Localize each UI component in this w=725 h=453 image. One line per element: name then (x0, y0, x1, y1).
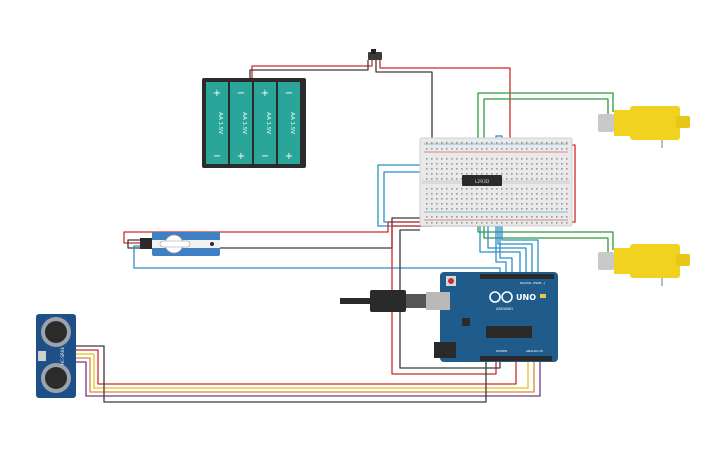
arduino-uno[interactable]: UNO ARDUINO DIGITAL (PWM~) POWER ANALOG … (340, 272, 558, 362)
wire-servo-blue (133, 245, 501, 272)
minus-terminal: − (261, 151, 269, 162)
battery-cell: + − AA 1.5V (254, 82, 276, 164)
battery-cell-label: AA 1.5V (289, 112, 295, 134)
dc-motor-top[interactable] (598, 106, 690, 148)
battery-cell: − + AA 1.5V (230, 82, 252, 164)
arduino-brand: ARDUINO (496, 307, 513, 311)
plus-terminal: + (285, 151, 293, 162)
wire-us-black (76, 345, 487, 403)
plus-terminal: + (213, 88, 221, 99)
battery-pack[interactable]: + − AA 1.5V − + AA 1.5V + − AA 1.5V − + AA 1.5V (202, 78, 306, 168)
dc-motor-bottom[interactable] (598, 244, 690, 286)
minus-terminal: − (237, 88, 245, 99)
chip-label: L293D (475, 179, 490, 185)
battery-cell-label: AA 1.5V (241, 112, 247, 134)
wire-us-red (76, 349, 517, 385)
breadboard[interactable]: L293D (419, 137, 573, 227)
plus-terminal: + (261, 88, 269, 99)
power-switch[interactable] (368, 49, 382, 60)
servo-motor[interactable] (140, 232, 220, 256)
arduino-logo-text: UNO (516, 293, 536, 302)
wire-arduino-gnd-black (399, 229, 501, 369)
wire-motor1-green-a (477, 92, 614, 180)
battery-cells: + − AA 1.5V − + AA 1.5V + − AA 1.5V − + AA 1.5V (206, 82, 300, 164)
wire-battery-black (249, 60, 369, 78)
arduino-digital-label: DIGITAL (PWM~) (520, 281, 545, 285)
arduino-analog-label: ANALOG IN (526, 349, 543, 353)
minus-terminal: − (285, 88, 293, 99)
wire-arduino-5v-red (391, 225, 497, 375)
wire-servo-black (127, 217, 432, 249)
battery-cell-label: AA 1.5V (217, 112, 223, 134)
ultrasonic-label: HC-SR04 (60, 347, 65, 365)
minus-terminal: − (213, 151, 221, 162)
wire-battery-red (251, 60, 373, 78)
wire-switch-black (375, 60, 433, 140)
ultrasonic-sensor[interactable]: HC-SR04 (36, 314, 76, 398)
battery-cell: + − AA 1.5V (206, 82, 228, 164)
plus-terminal: + (237, 151, 245, 162)
battery-cell: − + AA 1.5V (278, 82, 300, 164)
breadboard-holes (426, 142, 568, 224)
motor-driver-chip[interactable]: L293D (462, 175, 502, 186)
arduino-power-label: POWER (496, 349, 507, 353)
battery-cell-label: AA 1.5V (265, 112, 271, 134)
wire-servo-red (123, 221, 432, 244)
